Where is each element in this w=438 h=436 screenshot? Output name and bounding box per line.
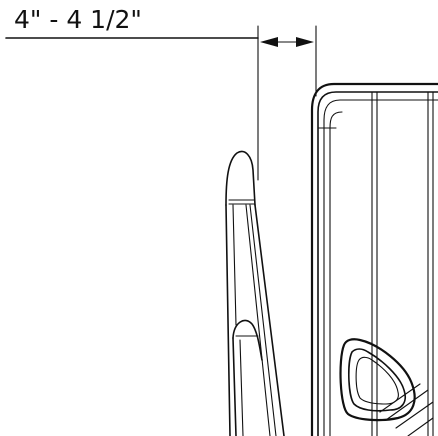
grip-line-4 — [407, 417, 434, 436]
housing-outer-edge — [310, 82, 438, 436]
grip-line-1 — [379, 383, 421, 413]
dimension-callout: 4" - 4 1/2" — [5, 5, 317, 181]
fin-cutout-top — [232, 319, 263, 361]
fin-cutout-left-inner — [239, 339, 244, 436]
fin-edge-right — [254, 204, 285, 436]
handle-inner — [348, 348, 406, 412]
housing-body — [310, 82, 438, 436]
housing-edge-2 — [317, 91, 438, 436]
dimension-label: 4" - 4 1/2" — [14, 5, 142, 34]
handle — [339, 338, 434, 436]
housing-edge-3 — [323, 99, 438, 436]
arrow-right — [296, 37, 314, 47]
fin-edge-left — [225, 204, 231, 436]
grip-line-3 — [395, 401, 434, 429]
handle-outer — [339, 338, 416, 422]
arrow-left — [260, 37, 278, 47]
fin-cutout-left — [232, 337, 237, 436]
fin-edge-left-inner — [232, 204, 237, 326]
fin-edge-right-inner — [249, 204, 277, 436]
grip-line-2 — [385, 389, 429, 421]
fin-edge-right-inner-2 — [245, 204, 271, 436]
fin-tip — [225, 150, 256, 206]
fin-profile — [225, 150, 285, 436]
